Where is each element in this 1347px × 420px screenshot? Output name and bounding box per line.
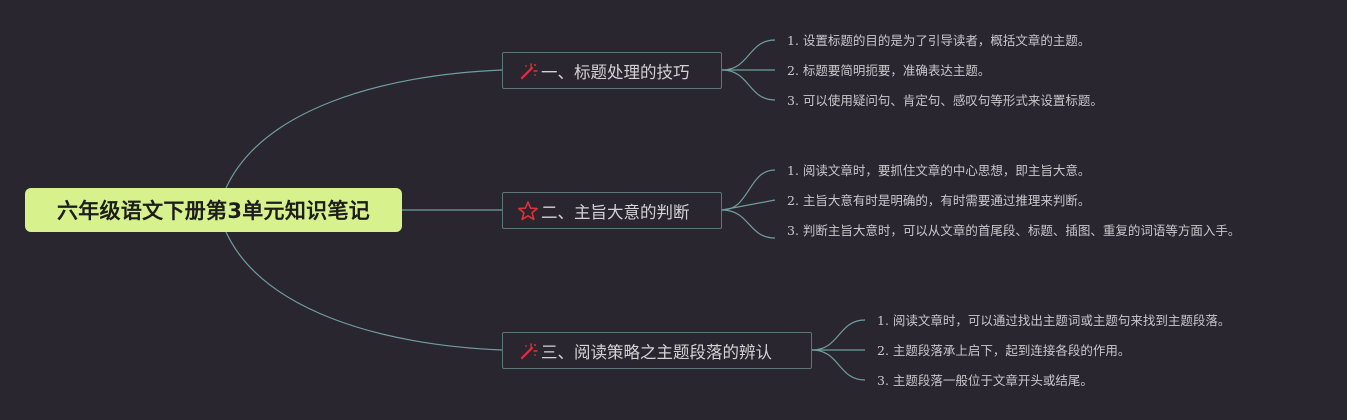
topic-2-label: 二、主旨大意的判断 [541,202,690,222]
topic-2-branch-3-line [721,209,776,239]
topic-1-label: 一、标题处理的技巧 [541,62,690,82]
root-to-topic-3-line [225,231,503,351]
topic-1-node[interactable]: 一、标题处理的技巧 [502,52,722,89]
topic-2-item-1: 1. 阅读文章时，要抓住文章的中心思想，即主旨大意。 [787,163,1091,178]
topic-3-item-1: 1. 阅读文章时，可以通过找出主题词或主题句来找到主题段落。 [877,313,1231,328]
topic-3-branch-1-line [811,319,866,351]
topic-1-branch-1-line [721,39,776,71]
topic-3-label: 三、阅读策略之主题段落的辨认 [541,342,772,362]
topic-3-branch-3-line [811,349,866,381]
topic-3-item-2: 2. 主题段落承上启下，起到连接各段的作用。 [877,343,1131,358]
topic-2-item-3: 3. 判断主旨大意时，可以从文章的首尾段、标题、插图、重复的词语等方面入手。 [787,223,1241,238]
topic-2-item-2: 2. 主旨大意有时是明确的，有时需要通过推理来判断。 [787,193,1091,208]
topic-2-branch-2-line [721,199,776,211]
root-to-topic-1-line [225,69,503,189]
topic-1-item-1: 1. 设置标题的目的是为了引导读者，概括文章的主题。 [787,33,1091,48]
root-title: 六年级语文下册第3单元知识笔记 [56,199,371,223]
topic-2-node[interactable]: 二、主旨大意的判断 [502,192,722,229]
topic-3-item-3: 3. 主题段落一般位于文章开头或结尾。 [877,373,1093,388]
topic-1-branch-3-line [721,69,776,101]
root-topic[interactable]: 六年级语文下册第3单元知识笔记 [25,188,402,232]
topic-1-item-3: 3. 可以使用疑问句、肯定句、感叹句等形式来设置标题。 [787,93,1103,108]
topic-3-node[interactable]: 三、阅读策略之主题段落的辨认 [502,332,812,369]
magic-wand-icon [517,340,539,362]
magic-wand-icon [517,60,539,82]
topic-2-branch-1-line [721,169,776,211]
topic-1-item-2: 2. 标题要简明扼要，准确表达主题。 [787,63,991,78]
star-icon [517,200,539,222]
